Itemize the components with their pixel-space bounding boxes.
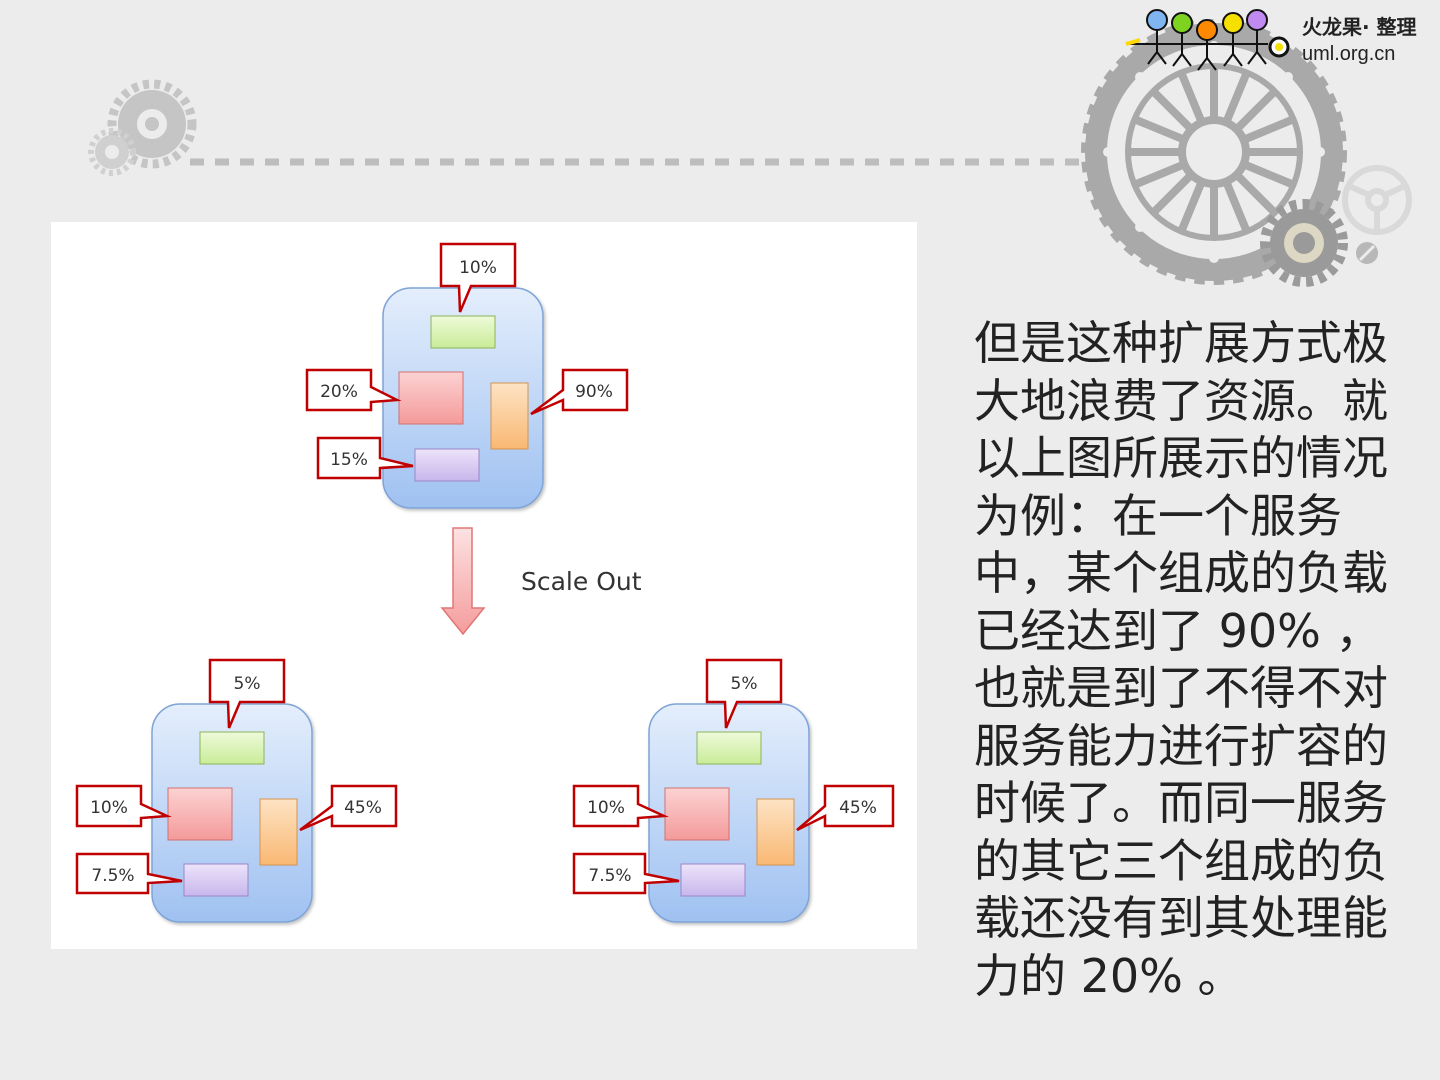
- top-service-node: [382, 287, 544, 509]
- scale-out-arrow: [440, 527, 486, 636]
- callout-label: 20%: [320, 382, 358, 402]
- callout-label: 10%: [587, 798, 625, 818]
- scale-out-diagram: 10% 20% 90% 15% Scale Out 5%: [75, 242, 895, 923]
- component-orange: [259, 798, 298, 866]
- bottom-left-service-node: [151, 703, 313, 923]
- diagram-panel: 10% 20% 90% 15% Scale Out 5%: [51, 222, 917, 949]
- component-orange: [756, 798, 795, 866]
- top-callout-green: 10%: [439, 242, 517, 313]
- bottom-right-callout-green: 5%: [705, 658, 783, 729]
- component-orange: [490, 382, 529, 450]
- top-callout-orange: 90%: [530, 368, 629, 416]
- bottom-left-callout-red: 10%: [75, 784, 172, 828]
- component-purple: [680, 863, 746, 897]
- callout-label: 45%: [839, 798, 877, 818]
- callout-label: 90%: [575, 382, 613, 402]
- bottom-right-callout-red: 10%: [572, 784, 669, 828]
- callout-label: 7.5%: [91, 866, 134, 886]
- callout-label: 5%: [234, 674, 261, 694]
- bottom-left-callout-orange: 45%: [299, 784, 398, 832]
- tiny-right-gear-icon: [1356, 242, 1378, 264]
- brand: 火龙果· 整理 uml.org.cn: [1302, 14, 1417, 68]
- component-red: [398, 371, 464, 425]
- brand-name: 火龙果· 整理: [1302, 15, 1417, 39]
- bottom-left-callout-green: 5%: [208, 658, 286, 729]
- bottom-right-callout-orange: 45%: [796, 784, 895, 832]
- component-red: [167, 787, 233, 841]
- component-green: [696, 731, 762, 765]
- logo-figures-icon: [1125, 9, 1290, 71]
- component-purple: [414, 448, 480, 482]
- callout-label: 5%: [731, 674, 758, 694]
- callout-label: 15%: [330, 450, 368, 470]
- brand-site: uml.org.cn: [1302, 43, 1396, 65]
- top-callout-red: 20%: [305, 368, 402, 412]
- component-purple: [183, 863, 249, 897]
- callout-label: 7.5%: [588, 866, 631, 886]
- callout-label: 10%: [90, 798, 128, 818]
- callout-label: 10%: [459, 258, 497, 278]
- component-red: [664, 787, 730, 841]
- component-green: [199, 731, 265, 765]
- tiny-gear-icon: [88, 128, 136, 176]
- outline-gear-icon: [1342, 165, 1412, 235]
- top-callout-purple: 15%: [316, 436, 414, 480]
- component-green: [430, 315, 496, 349]
- overlap-gear-icon: [1260, 199, 1348, 287]
- bottom-left-callout-purple: 7.5%: [75, 852, 183, 895]
- callout-label: 45%: [344, 798, 382, 818]
- bottom-right-callout-purple: 7.5%: [572, 852, 680, 895]
- bottom-right-service-node: [648, 703, 810, 923]
- scale-out-caption: Scale Out: [521, 567, 642, 596]
- description-paragraph: 但是这种扩展方式极大地浪费了资源。就以上图所展示的情况为例：在一个服务中，某个组…: [974, 316, 1388, 1003]
- small-gear-icon: [107, 79, 197, 169]
